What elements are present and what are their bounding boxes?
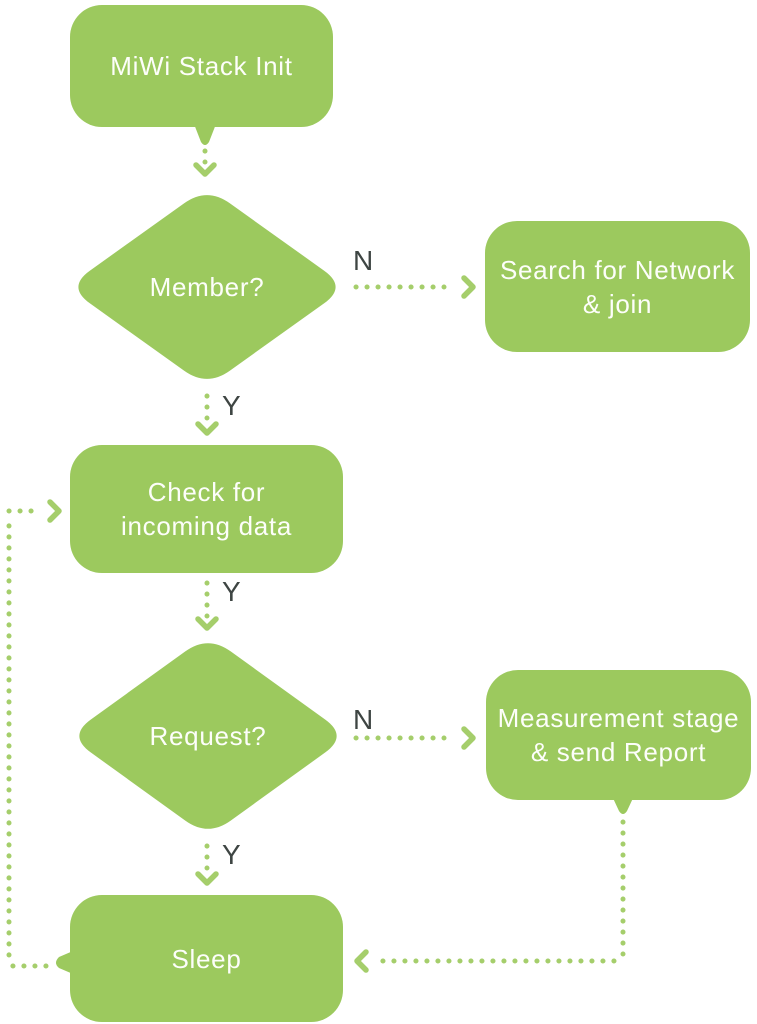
edge-member-yes-arrowhead	[195, 421, 219, 436]
node-search-for-network-label-line1: Search for Network	[499, 254, 736, 285]
edge-label-request-no: N	[353, 704, 374, 735]
edge-init-to-member-arrowhead	[193, 162, 217, 177]
edge-measure-to-sleep-arrowhead	[354, 949, 369, 973]
node-check-incoming-data-label-line2: incoming data	[121, 511, 292, 541]
node-check-incoming-data: Check for incoming data	[70, 445, 343, 573]
node-request-label-text: Request?	[149, 720, 267, 751]
node-measurement-stage: Measurement stage & send Report	[486, 670, 751, 800]
node-member-shape	[78, 195, 336, 379]
node-member-label: Member?	[67, 187, 347, 387]
edge-check-to-request-arrowhead	[195, 616, 219, 631]
edge-sleep-to-check-arrowhead	[47, 499, 62, 523]
edge-request-yes-arrowhead	[195, 871, 219, 886]
node-search-for-network-label-line2: & join	[582, 288, 653, 319]
edge-label-request-yes: Y	[222, 839, 241, 870]
init-node-tail	[194, 124, 216, 145]
node-request-shape	[79, 643, 337, 829]
node-measurement-stage-label-line1: Measurement stage	[497, 703, 740, 733]
node-member-label-text: Member?	[149, 271, 265, 302]
edge-label-member-yes: Y	[222, 390, 241, 421]
sleep-node-tail	[56, 951, 73, 974]
edge-label-member-no: N	[353, 245, 374, 276]
node-measurement-stage-label-line2: & send Report	[530, 737, 707, 767]
edge-label-check-yes: Y	[222, 576, 241, 607]
node-search-for-network: Search for Network & join	[485, 221, 750, 352]
node-miwi-stack-init: MiWi Stack Init	[70, 5, 333, 127]
node-miwi-stack-init-label: MiWi Stack Init	[110, 51, 293, 81]
node-sleep: Sleep	[70, 895, 343, 1022]
node-request-label: Request?	[68, 635, 348, 837]
edge-member-no-arrowhead	[461, 275, 476, 299]
node-check-incoming-data-label-line1: Check for	[147, 477, 266, 507]
measure-node-tail	[612, 796, 634, 814]
edge-request-no-arrowhead	[461, 726, 476, 750]
node-sleep-label: Sleep	[171, 943, 242, 974]
